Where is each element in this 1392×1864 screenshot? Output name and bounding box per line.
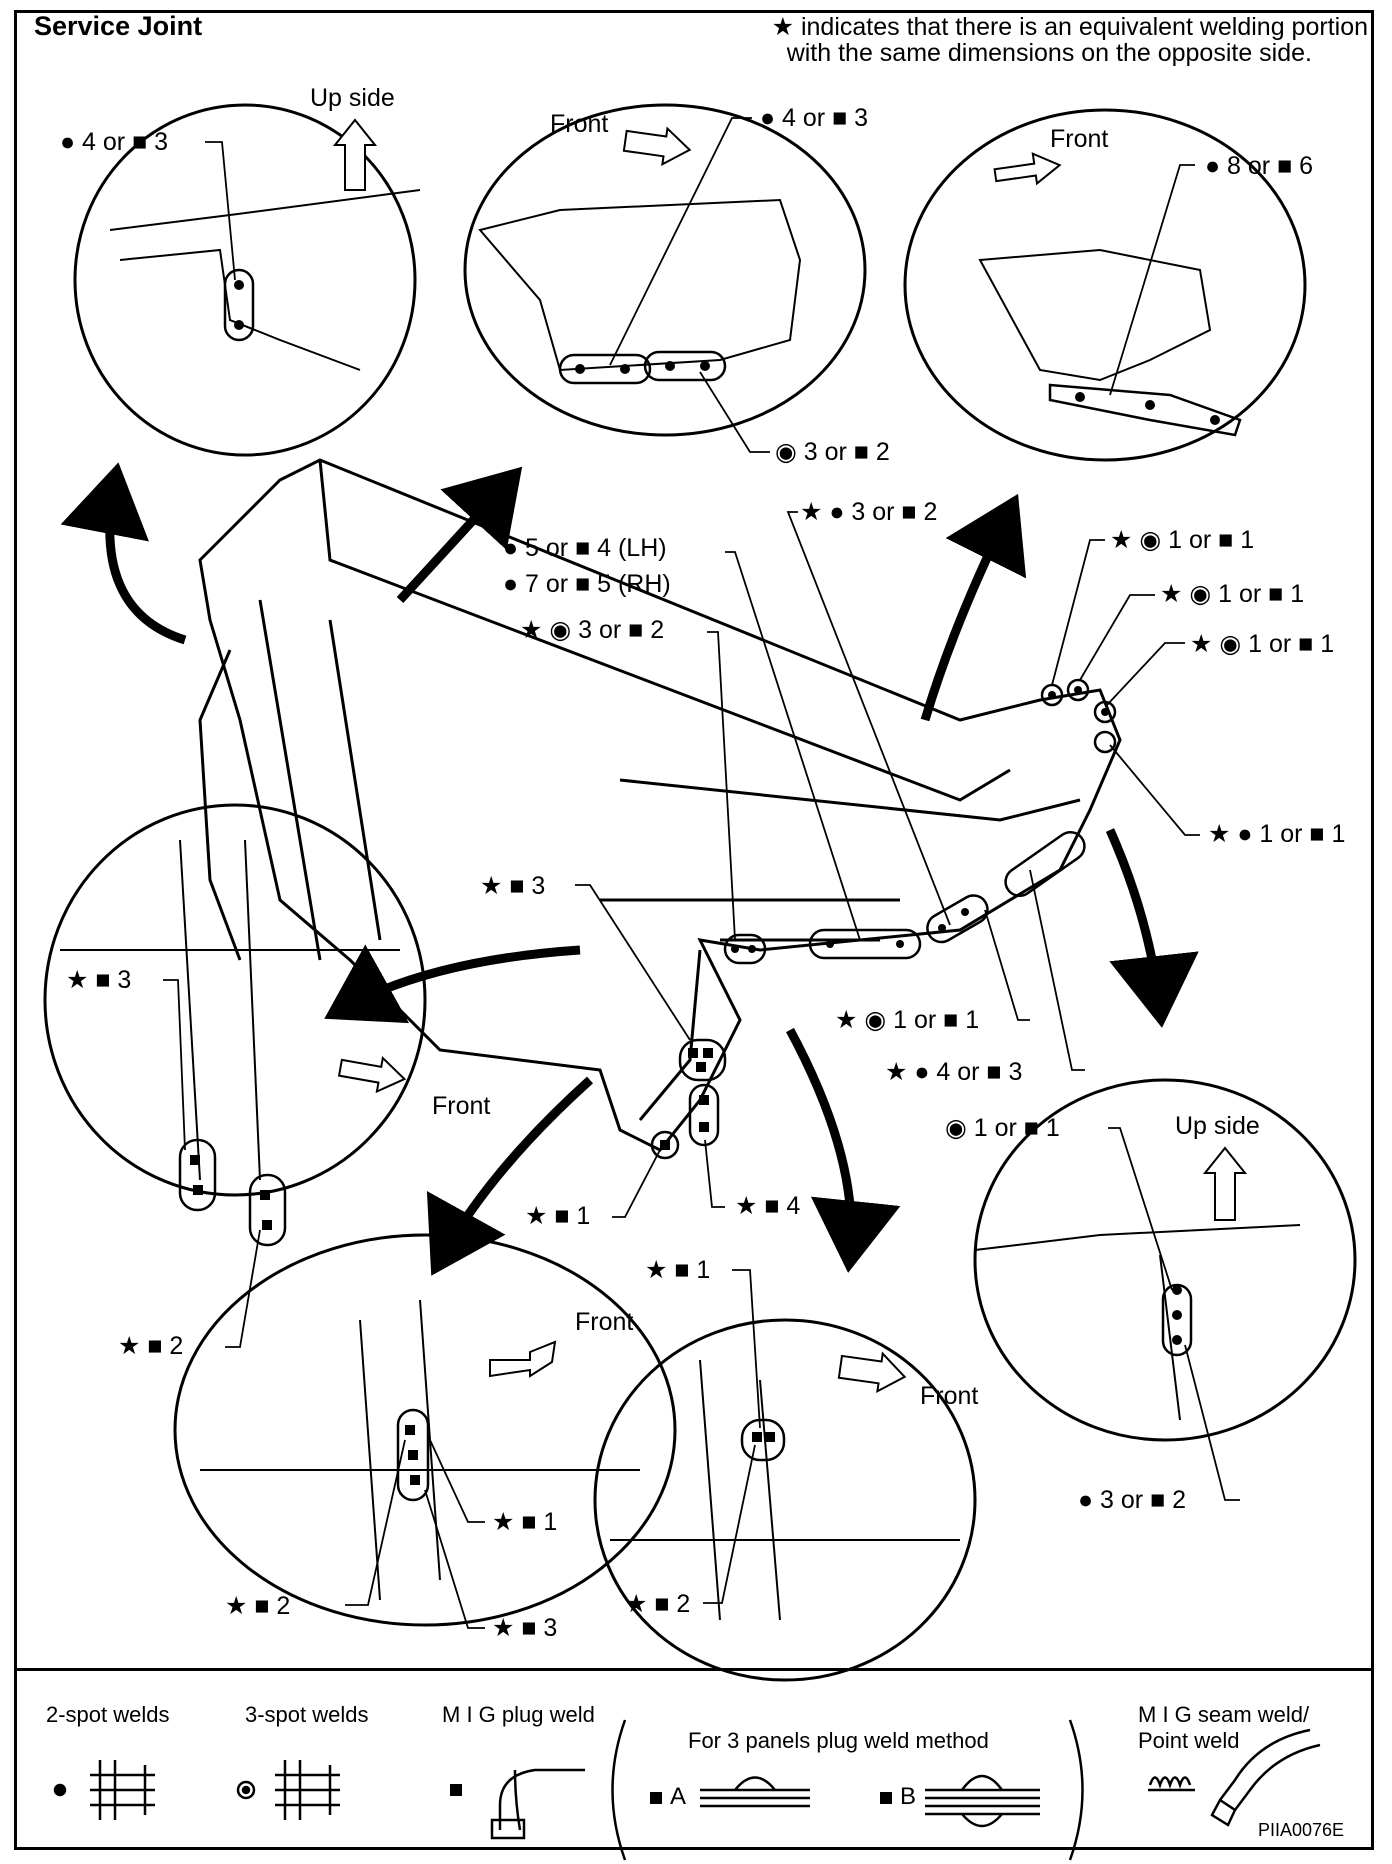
callout-bottom-left-3: ★ ■ 3: [492, 1614, 558, 1642]
callout-bottom-center-1: ★ ■ 1: [645, 1256, 711, 1284]
callout-main-7: ★ ◉ 1 or ■ 1: [1190, 630, 1335, 658]
front-arrow-icon: [489, 1340, 557, 1378]
front-arrow-icon: [622, 126, 692, 167]
callout-upper-right-welds: ● 8 or ■ 6: [1205, 152, 1314, 180]
legend-three-panels-method: For 3 panels plug weld method: [688, 1728, 989, 1753]
callout-main-8: ★ ● 1 or ■ 1: [1208, 820, 1346, 848]
callout-bottom-center-2: ★ ■ 2: [625, 1590, 691, 1618]
detail-circle-bottom-center: [593, 1318, 977, 1682]
callout-main-12: ★ ■ 1: [525, 1202, 591, 1230]
legend-method-a-label: A: [670, 1783, 687, 1810]
callout-main-13: ★ ■ 4: [735, 1192, 801, 1220]
callout-bottom-left-1: ★ ■ 1: [492, 1508, 558, 1536]
callout-right-1: ◉ 1 or ■ 1: [945, 1114, 1060, 1142]
front-arrow-icon: [993, 152, 1062, 186]
core-support-assembly: [198, 458, 1122, 1152]
callout-bottom-left-2: ★ ■ 2: [225, 1592, 291, 1620]
legend-three-spot-welds: 3-spot welds: [245, 1702, 369, 1727]
detail-circle-upper-left: [73, 103, 417, 457]
callout-main-9: ★ ■ 3: [480, 872, 546, 900]
callout-main-5: ★ ◉ 1 or ■ 1: [1110, 526, 1255, 554]
detail-circle-left: [43, 803, 427, 1197]
callout-main-11: ★ ● 4 or ■ 3: [885, 1058, 1023, 1086]
callout-main-3: ● 7 or ■ 5 (RH): [503, 570, 671, 598]
figure-code: PIIA0076E: [1258, 1820, 1345, 1840]
legend-point-weld: Point weld: [1138, 1728, 1240, 1753]
legend-two-spot-welds: 2-spot welds: [46, 1702, 170, 1727]
page-title: Service Joint: [34, 11, 203, 41]
figure-frame: [14, 10, 1374, 1850]
detail-circle-upper-right: [903, 108, 1307, 462]
callout-upper-center-direction: Front: [550, 110, 609, 138]
legend-mig-plug-weld: M I G plug weld: [442, 1702, 595, 1727]
callout-upper-right-direction: Front: [1050, 125, 1109, 153]
callout-main-2: ● 5 or ■ 4 (LH): [503, 534, 667, 562]
callout-left-direction: Front: [432, 1092, 491, 1120]
callout-upper-left-direction: Up side: [310, 84, 395, 112]
legend-divider: [14, 1668, 1374, 1671]
up-arrow-icon: [1202, 1146, 1248, 1221]
callout-upper-center-welds: ● 4 or ■ 3: [760, 104, 869, 132]
detail-circle-upper-center: [463, 103, 867, 437]
callout-left-2: ★ ■ 2: [118, 1332, 184, 1360]
detail-circle-bottom-left: [173, 1233, 677, 1627]
callout-main-6: ★ ◉ 1 or ■ 1: [1160, 580, 1305, 608]
callout-bottom-left-direction: Front: [575, 1308, 634, 1336]
callout-upper-left-welds: ● 4 or ■ 3: [60, 128, 169, 156]
note-line-2: with the same dimensions on the opposite…: [786, 39, 1312, 67]
detail-circle-right: [973, 1078, 1357, 1442]
legend-mig-seam-weld: M I G seam weld/: [1138, 1702, 1310, 1727]
note-line-1: ★ indicates that there is an equivalent …: [771, 13, 1368, 41]
callout-right-2: ● 3 or ■ 2: [1078, 1486, 1187, 1514]
callout-bottom-center-direction: Front: [920, 1382, 979, 1410]
callout-main-4: ★ ◉ 3 or ■ 2: [520, 616, 665, 644]
front-arrow-icon: [837, 1351, 907, 1394]
callout-main-1: ★ ● 3 or ■ 2: [800, 498, 938, 526]
legend-method-b-label: B: [900, 1783, 917, 1810]
callout-upper-center-welds-b: ◉ 3 or ■ 2: [775, 438, 890, 466]
front-arrow-icon: [337, 1055, 407, 1094]
callout-main-10: ★ ◉ 1 or ■ 1: [835, 1006, 980, 1034]
up-arrow-icon: [332, 118, 378, 191]
callout-right-direction: Up side: [1175, 1112, 1260, 1140]
callout-left-1: ★ ■ 3: [66, 966, 132, 994]
